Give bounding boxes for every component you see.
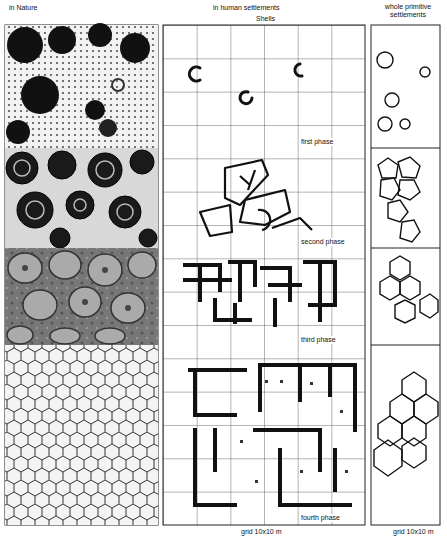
column-heading: whole primitive settlements <box>376 3 440 19</box>
grid-note: grid 10x10 m <box>240 528 282 536</box>
column-heading: Shells <box>255 15 276 23</box>
grid-note: grid 10x10 m <box>392 528 434 536</box>
column-heading: in human settlements <box>212 4 281 12</box>
phase-label: second phase <box>300 238 346 246</box>
phase-label: fourth phase <box>300 514 341 522</box>
column-heading: in Nature <box>8 4 38 12</box>
phase-label: first phase <box>300 138 334 146</box>
phase-label: third phase <box>300 336 337 344</box>
